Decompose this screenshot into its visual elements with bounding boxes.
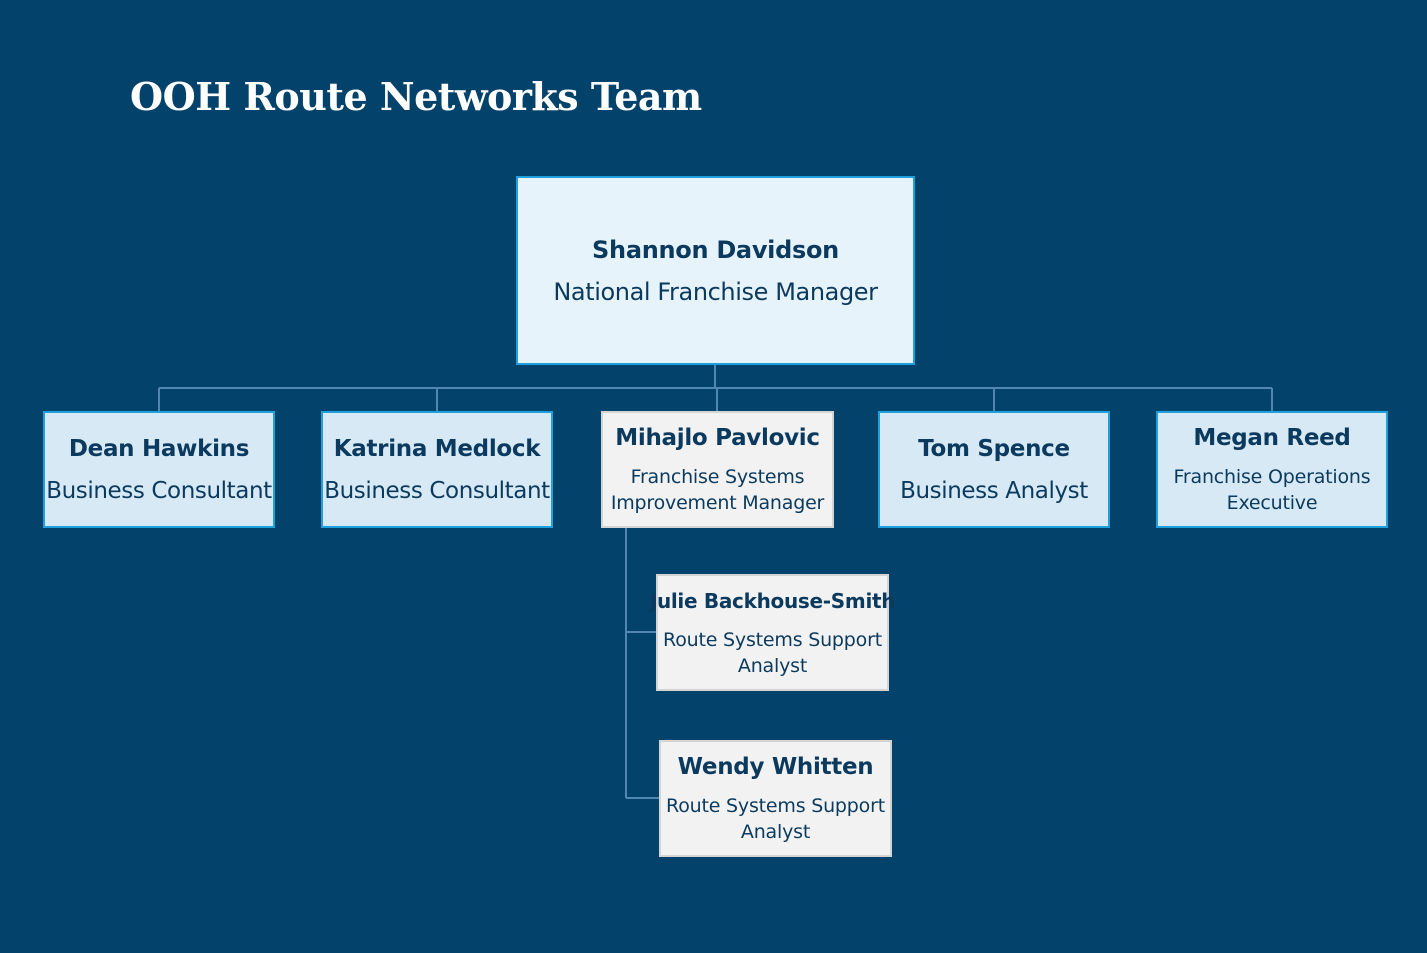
- node-name: Katrina Medlock: [333, 435, 541, 462]
- node-name: Tom Spence: [918, 435, 1070, 462]
- node-role: Franchise Operations Executive: [1173, 465, 1371, 514]
- node-name: Shannon Davidson: [592, 235, 839, 264]
- node-role: Business Analyst: [900, 477, 1088, 504]
- node-name: Dean Hawkins: [68, 435, 250, 462]
- org-node-julie-backhouse-smith: Julie Backhouse-Smith Route Systems Supp…: [650, 574, 896, 691]
- chart-title: OOH Route Networks Team: [130, 74, 702, 119]
- node-name: Megan Reed: [1193, 424, 1351, 451]
- org-node-wendy-whitten: Wendy Whitten Route Systems Support Anal…: [659, 740, 892, 857]
- org-node-mihajlo-pavlovic: Mihajlo Pavlovic Franchise Systems Impro…: [601, 411, 834, 528]
- node-role: Business Consultant: [46, 477, 272, 504]
- node-role: Route Systems Support Analyst: [666, 794, 885, 843]
- org-node-root: Shannon Davidson National Franchise Mana…: [516, 176, 915, 365]
- node-role: Route Systems Support Analyst: [663, 628, 882, 677]
- node-name: Mihajlo Pavlovic: [615, 424, 820, 451]
- org-node-katrina-medlock: Katrina Medlock Business Consultant: [321, 411, 553, 528]
- node-name: Wendy Whitten: [677, 753, 874, 780]
- org-node-dean-hawkins: Dean Hawkins Business Consultant: [43, 411, 275, 528]
- node-role: National Franchise Manager: [553, 277, 878, 306]
- node-role: Franchise Systems Improvement Manager: [610, 465, 825, 514]
- node-role: Business Consultant: [324, 477, 550, 504]
- node-name: Julie Backhouse-Smith: [649, 588, 896, 613]
- org-node-tom-spence: Tom Spence Business Analyst: [878, 411, 1110, 528]
- org-node-megan-reed: Megan Reed Franchise Operations Executiv…: [1156, 411, 1388, 528]
